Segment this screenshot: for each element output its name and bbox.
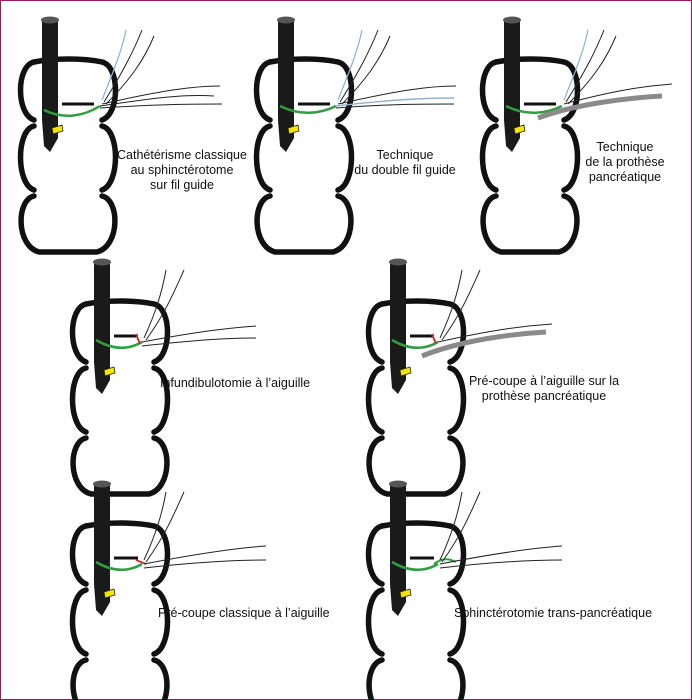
caption-line: de la prothèse <box>585 155 665 169</box>
caption-panel-6: Pré-coupe classique à l’aiguille <box>158 606 330 621</box>
caption-line: Pré-coupe à l’aiguille sur la <box>468 374 620 388</box>
caption-panel-1: Cathétérisme classique au sphinctérotome… <box>112 148 252 193</box>
caption-panel-2: Technique du double fil guide <box>340 148 470 178</box>
caption-line: Technique <box>376 148 434 162</box>
caption-line: prothèse pancréatique <box>481 389 607 403</box>
caption-line: au sphinctérotome <box>130 163 234 177</box>
caption-panel-3: Technique de la prothèse pancréatique <box>570 140 680 185</box>
caption-line: pancréatique <box>588 170 662 184</box>
caption-line: Pré-coupe classique à l’aiguille <box>158 606 330 620</box>
caption-line: Cathétérisme classique <box>117 148 247 162</box>
panel-2-illustration <box>257 16 457 253</box>
caption-panel-7: Sphinctérotomie trans-pancréatique <box>454 606 652 621</box>
panel-6-illustration <box>73 480 267 700</box>
caption-panel-4: Infundibulotomie à l’aiguille <box>160 376 310 391</box>
caption-line: Infundibulotomie à l’aiguille <box>160 376 311 390</box>
panel-7-illustration <box>369 480 563 700</box>
caption-line: Technique <box>596 140 654 154</box>
panel-5-illustration <box>369 258 553 495</box>
panel-3-illustration <box>483 16 673 253</box>
caption-line: du double fil guide <box>354 163 456 177</box>
caption-line: sur fil guide <box>150 178 214 192</box>
caption-line: Sphinctérotomie trans-pancréatique <box>454 606 653 620</box>
caption-panel-5: Pré-coupe à l’aiguille sur la prothèse p… <box>444 374 644 404</box>
panel-4-illustration <box>73 258 257 495</box>
panel-1-illustration <box>21 16 223 253</box>
